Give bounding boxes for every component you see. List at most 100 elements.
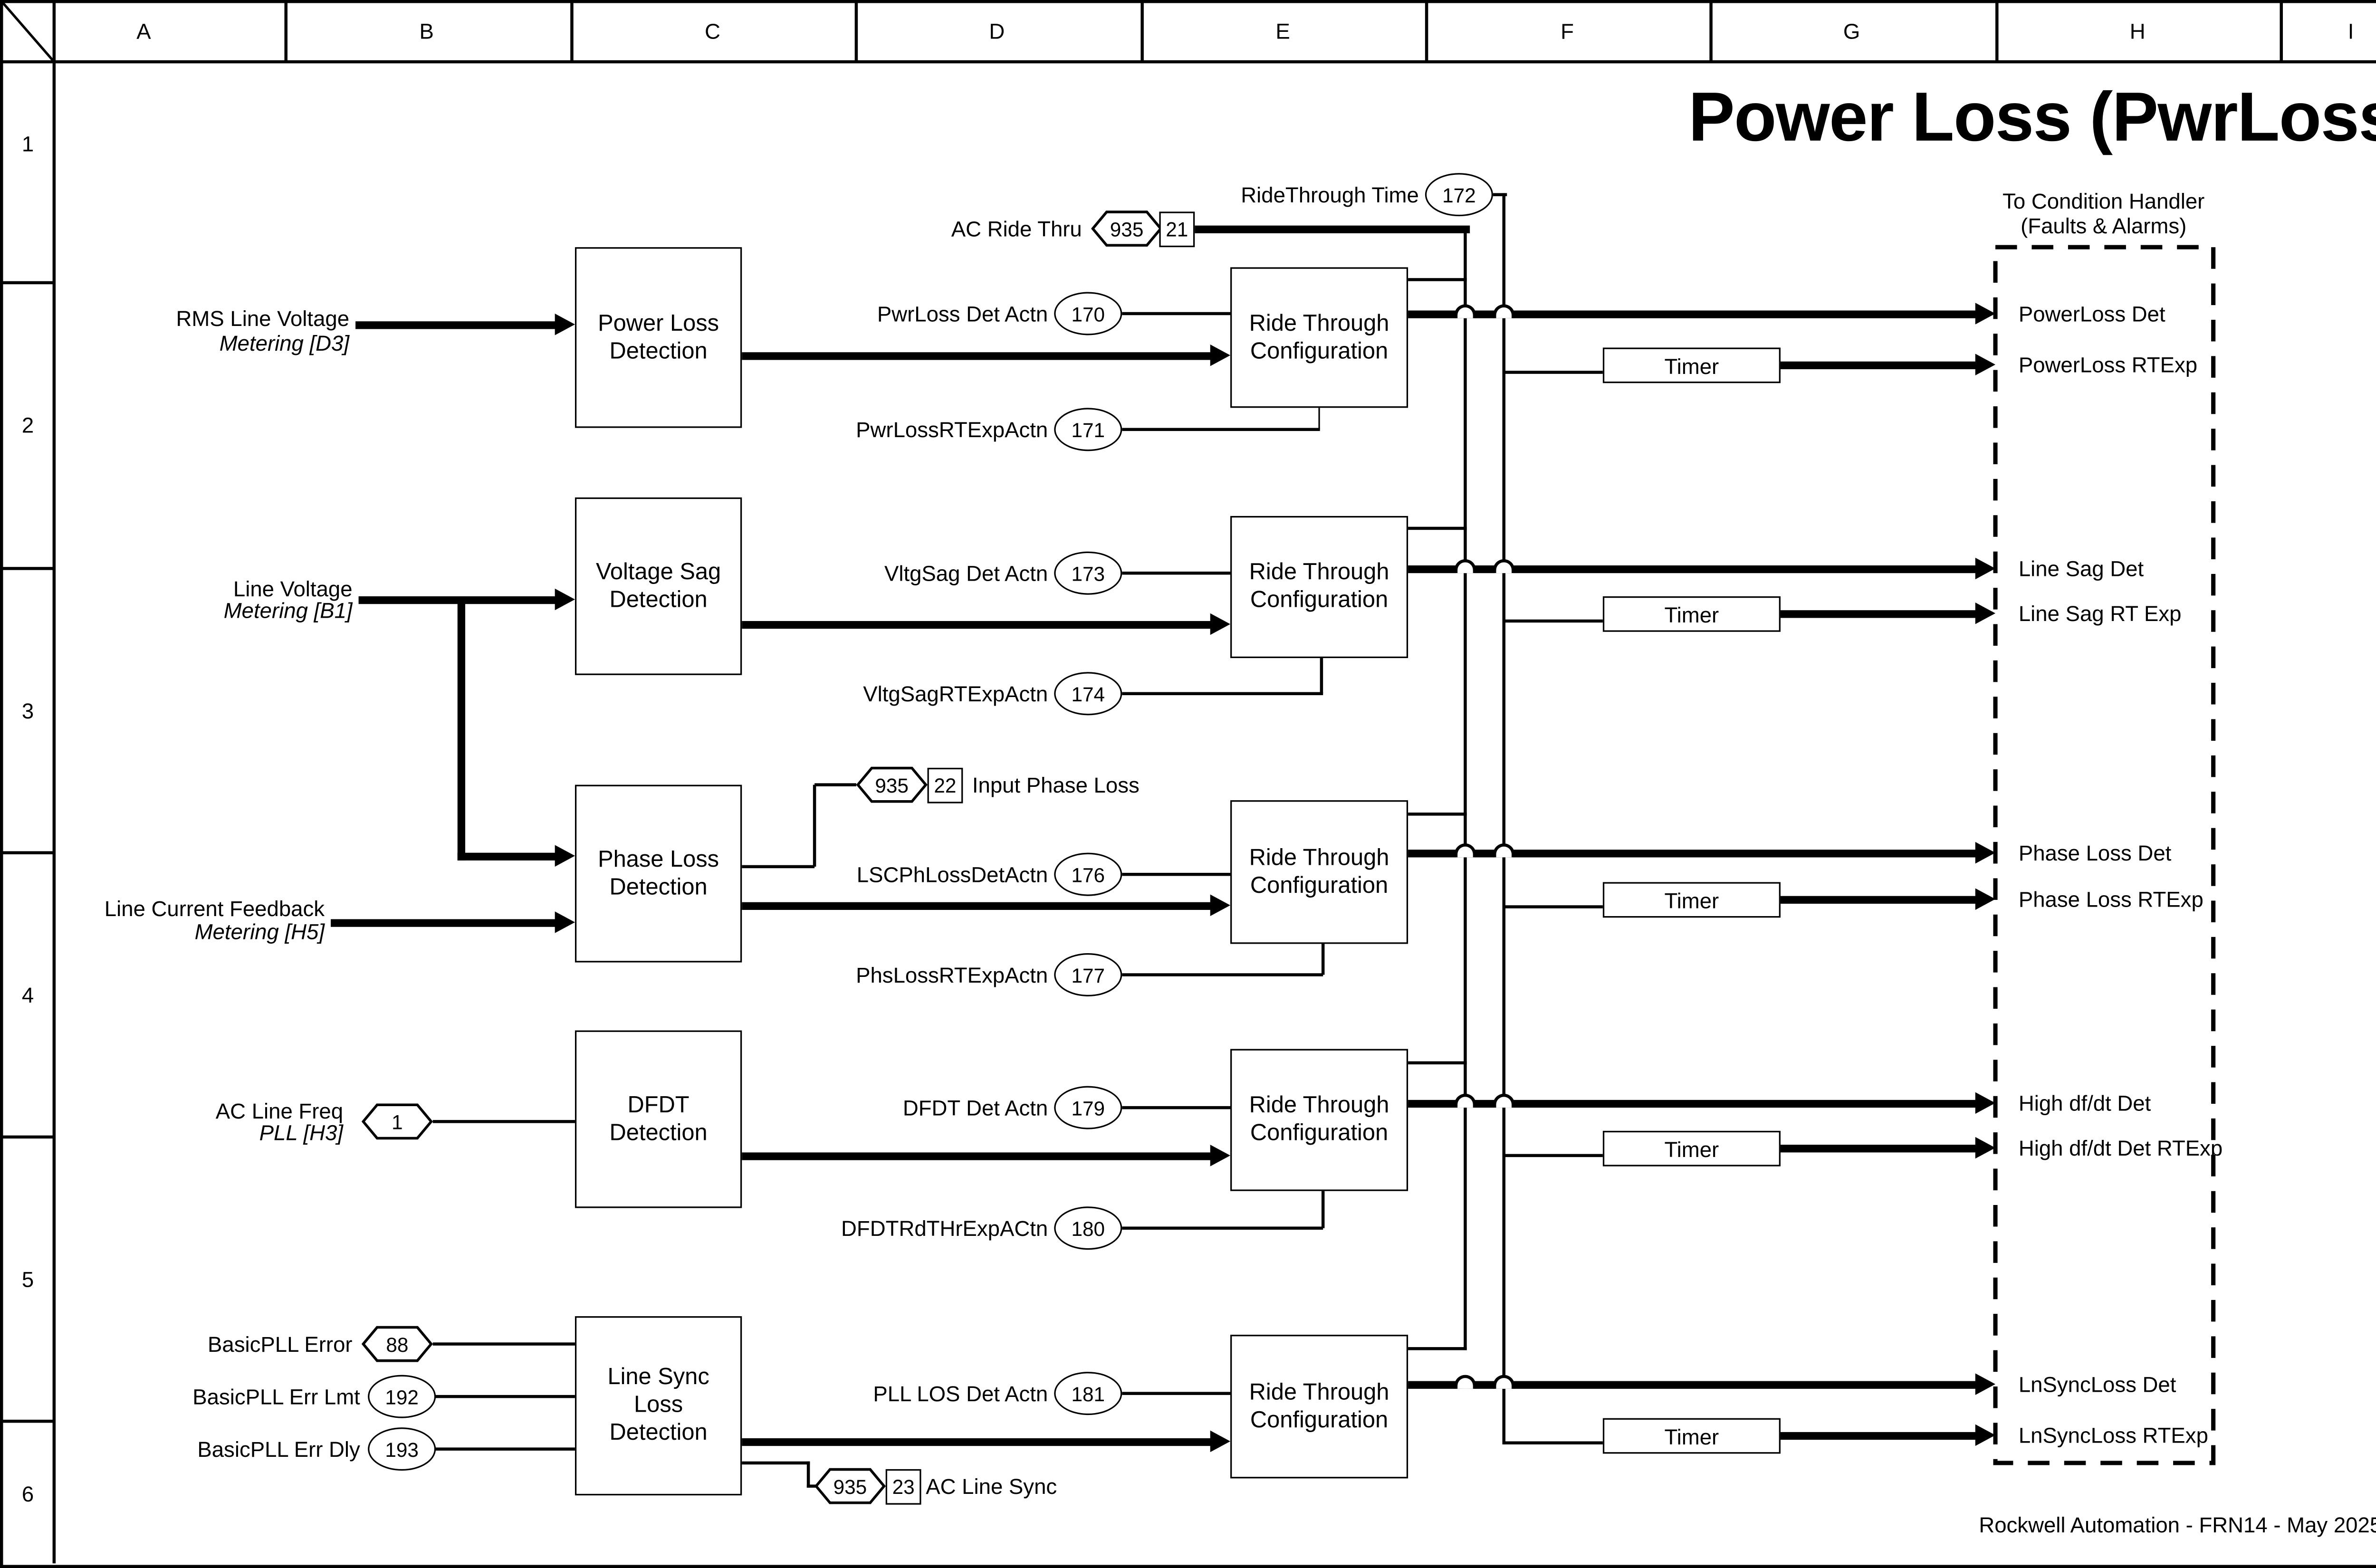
wire xyxy=(1322,1191,1324,1228)
ride-through-config-block-3: Ride Through Configuration xyxy=(1230,800,1408,944)
wire xyxy=(434,1395,575,1398)
condition-handler-label-1: To Condition Handler xyxy=(2002,188,2205,213)
param-label: VltgSag Det Actn xyxy=(884,561,1048,586)
arrowhead xyxy=(555,845,575,867)
wire-thick xyxy=(1408,1380,1977,1388)
wire xyxy=(1408,1061,1467,1064)
wire-thick xyxy=(742,620,1212,628)
input-label: BasicPLL Err Lmt xyxy=(192,1384,360,1409)
wire xyxy=(1504,905,1603,908)
wire xyxy=(1122,873,1231,876)
hex-number: 88 xyxy=(386,1332,409,1356)
line-sync-loss-detection-block: Line Sync Loss Detection xyxy=(575,1316,742,1496)
input-label: AC Line Freq xyxy=(215,1098,344,1123)
wire-thick xyxy=(1780,361,1977,369)
output-label: LnSyncLoss Det xyxy=(2018,1372,2176,1397)
param-label: DFDTRdTHrExpACtn xyxy=(841,1215,1048,1241)
wire-thick xyxy=(742,1437,1212,1445)
wire-thick xyxy=(457,852,556,860)
wire xyxy=(1317,408,1320,430)
arrowhead xyxy=(1975,1137,1996,1159)
status-bit-label: AC Line Sync xyxy=(926,1473,1057,1499)
input-label: Line Voltage xyxy=(233,576,353,601)
block-label: Configuration xyxy=(1250,587,1389,613)
param-label: DFDT Det Actn xyxy=(902,1095,1048,1120)
arrowhead xyxy=(1210,344,1231,366)
row-header-4: 4 xyxy=(21,982,34,1007)
ride-through-config-block-5: Ride Through Configuration xyxy=(1230,1335,1408,1479)
wire-thick xyxy=(355,320,556,328)
param-label: PLL LOS Det Actn xyxy=(873,1381,1048,1406)
output-label: PowerLoss Det xyxy=(2018,301,2165,326)
block-label: Ride Through xyxy=(1249,844,1389,871)
row-tick xyxy=(3,1135,54,1138)
hex-number: 1 xyxy=(392,1110,403,1133)
power-loss-detection-block: Power Loss Detection xyxy=(575,247,742,428)
status-bit-label: Input Phase Loss xyxy=(972,772,1140,797)
ac-ride-thru-label: AC Ride Thru xyxy=(951,216,1082,241)
block-label: Voltage Sag xyxy=(596,558,721,585)
input-label: BasicPLL Err Dly xyxy=(197,1436,360,1462)
block-label: Power Loss xyxy=(598,309,719,336)
wire xyxy=(1122,312,1231,315)
wire xyxy=(1493,193,1507,196)
input-phase-loss-bit-box: 22 xyxy=(927,767,963,803)
wire-thick xyxy=(742,901,1212,909)
corner-diagonal xyxy=(2,2,55,63)
param-ellipse: 179 xyxy=(1054,1086,1122,1129)
param-ellipse: 176 xyxy=(1054,852,1122,896)
col-header-e: E xyxy=(1275,19,1290,44)
wire xyxy=(742,865,815,868)
col-tick xyxy=(1709,3,1712,62)
input-label: RMS Line Voltage xyxy=(176,306,350,331)
wire xyxy=(1122,428,1320,431)
arrowhead xyxy=(1975,557,1996,580)
block-label: Ride Through xyxy=(1249,559,1389,586)
block-label: Line Sync xyxy=(607,1364,709,1391)
block-label: Timer xyxy=(1664,1136,1719,1161)
ridethrough-time-bus xyxy=(1503,193,1505,1445)
ride-through-config-block-1: Ride Through Configuration xyxy=(1230,267,1408,408)
arrowhead xyxy=(1975,354,1996,376)
col-header-a: A xyxy=(136,19,151,44)
wire xyxy=(1122,1106,1231,1109)
param-ellipse: 173 xyxy=(1054,551,1122,595)
page-title: Power Loss (PwrLoss) xyxy=(1688,77,2376,156)
block-label: Ride Through xyxy=(1249,309,1389,336)
wire xyxy=(1320,658,1323,694)
col-header-c: C xyxy=(704,19,720,44)
param-label: PhsLossRTExpActn xyxy=(856,962,1048,987)
wire xyxy=(742,1462,810,1464)
wire xyxy=(814,783,856,786)
input-sublabel: Metering [H5] xyxy=(194,919,325,944)
col-header-b: B xyxy=(419,19,434,44)
arrowhead xyxy=(1210,1430,1231,1453)
block-label: Timer xyxy=(1664,1424,1719,1449)
block-label: Timer xyxy=(1664,353,1719,378)
voltage-sag-detection-block: Voltage Sag Detection xyxy=(575,497,742,675)
wire xyxy=(432,1120,577,1123)
ride-through-config-block-4: Ride Through Configuration xyxy=(1230,1049,1408,1191)
hex-number: 935 xyxy=(875,773,909,797)
param-label: PwrLoss Det Actn xyxy=(877,301,1048,326)
timer-block-5: Timer xyxy=(1602,1418,1781,1454)
timer-block-2: Timer xyxy=(1602,596,1781,632)
input-sublabel: Metering [B1] xyxy=(223,598,353,623)
input-sublabel: PLL [H3] xyxy=(259,1120,344,1145)
input-label: BasicPLL Error xyxy=(208,1331,353,1357)
ac-line-sync-hex-tag: 935 xyxy=(814,1468,886,1505)
arrowhead xyxy=(1975,602,1996,624)
row-tick xyxy=(3,851,54,854)
arrowhead xyxy=(1210,894,1231,916)
wire-thick xyxy=(1780,1431,1977,1439)
input-label: Line Current Feedback xyxy=(104,896,325,921)
param-label: PwrLossRTExpActn xyxy=(856,417,1048,442)
row-header-3: 3 xyxy=(21,698,34,723)
wire xyxy=(1122,973,1323,976)
block-label: Timer xyxy=(1664,887,1719,912)
param-label: VltgSagRTExpActn xyxy=(863,681,1048,706)
ac-ride-thru-wire xyxy=(1195,225,1470,233)
ac-ride-thru-bus xyxy=(1464,227,1466,1350)
col-header-g: G xyxy=(1843,19,1860,44)
output-label: LnSyncLoss RTExp xyxy=(2018,1423,2208,1448)
